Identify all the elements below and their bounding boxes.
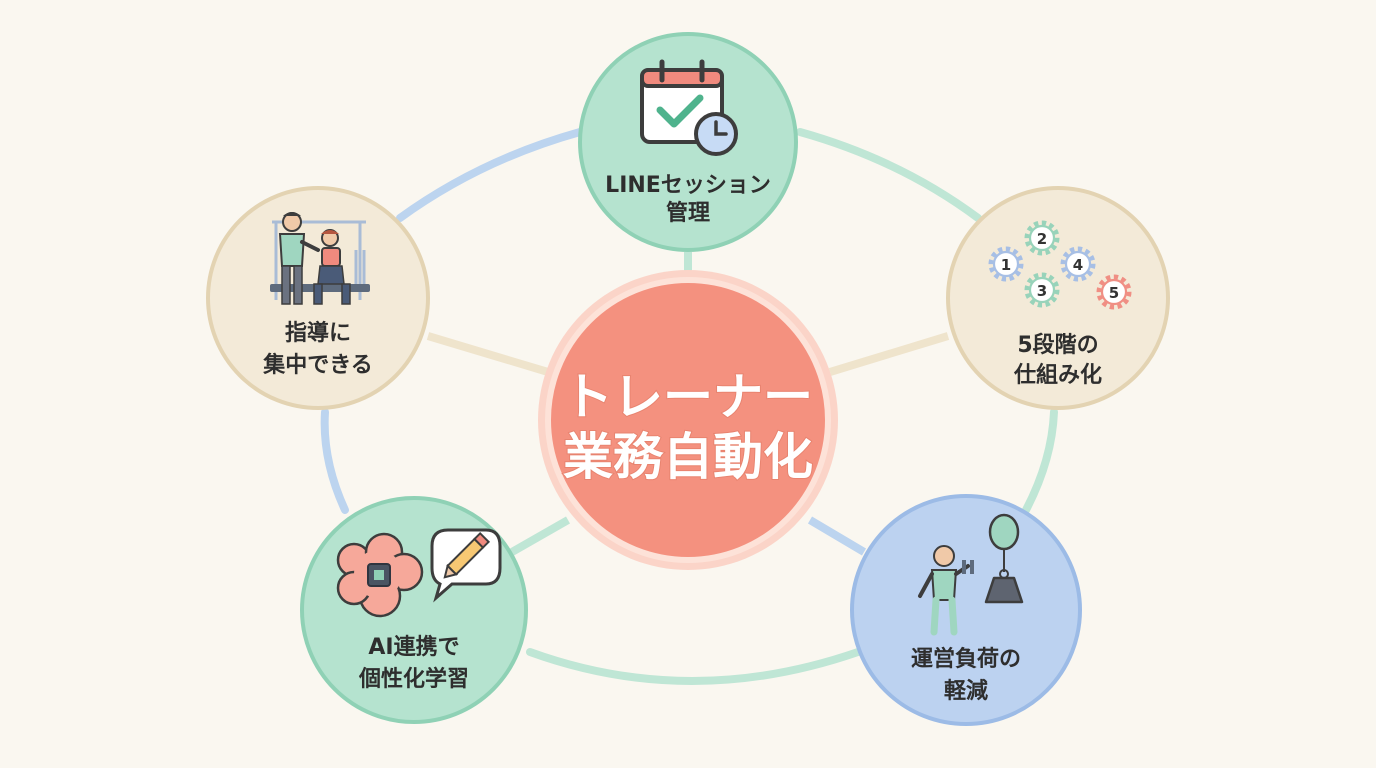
- trainer-coaching-icon: [270, 212, 370, 305]
- node-focus-coaching: 指導に 集中できる: [206, 186, 430, 410]
- person-dumbbell-icon: [918, 545, 974, 636]
- numbered-gears-icon: 1 2 3 4 5: [992, 224, 1128, 306]
- ai-brain-chip-icon: [336, 532, 424, 618]
- ring-arc-right: [1022, 408, 1058, 514]
- node-ai-learning-label-1: AI連携で: [368, 634, 459, 660]
- spokes: [426, 252, 950, 556]
- node-line-session-label-2: 管理: [666, 200, 710, 226]
- center-hub: トレーナー 業務自動化: [538, 270, 838, 570]
- spoke-left: [426, 332, 550, 376]
- node-focus-coaching-label-1: 指導に: [285, 320, 351, 346]
- spoke-right: [828, 332, 950, 376]
- ring-arc-left: [320, 408, 349, 514]
- balloon-weight-icon: [984, 513, 1024, 604]
- gear-number-1: 1: [1001, 256, 1011, 274]
- calendar-check-clock-icon: [640, 59, 738, 156]
- node-five-step-label-1: 5段階の: [1017, 332, 1098, 358]
- outer-ring: [320, 128, 1058, 685]
- ring-arc-top-right: [796, 128, 982, 222]
- node-line-session-label-1: LINEセッション: [605, 173, 771, 198]
- center-hub-circle: [545, 277, 831, 563]
- gear-number-4: 4: [1073, 256, 1083, 274]
- node-five-step: 1 2 3 4 5 5段階の 仕組み化: [946, 186, 1170, 410]
- ring-arc-top-left: [396, 128, 584, 222]
- center-title-line1: トレーナー: [563, 368, 813, 426]
- center-title-line2: 業務自動化: [563, 428, 813, 486]
- node-reduce-load: 運営負荷の 軽減: [850, 494, 1082, 726]
- node-ai-learning-label-2: 個性化学習: [358, 666, 469, 692]
- spoke-bottom-right: [807, 516, 867, 556]
- node-focus-coaching-label-2: 集中できる: [262, 352, 373, 378]
- spoke-bottom-left: [510, 516, 570, 556]
- node-five-step-label-2: 仕組み化: [1013, 362, 1102, 388]
- gear-number-3: 3: [1037, 282, 1047, 300]
- ring-arc-bottom: [526, 648, 862, 685]
- node-reduce-load-label-1: 運営負荷の: [911, 646, 1021, 672]
- gear-number-2: 2: [1037, 230, 1047, 248]
- gear-number-5: 5: [1109, 284, 1119, 302]
- node-line-session: LINEセッション 管理: [578, 32, 798, 252]
- pencil-speech-bubble-icon: [430, 528, 502, 603]
- node-reduce-load-label-2: 軽減: [944, 678, 988, 704]
- node-ai-learning: AI連携で 個性化学習: [300, 496, 528, 724]
